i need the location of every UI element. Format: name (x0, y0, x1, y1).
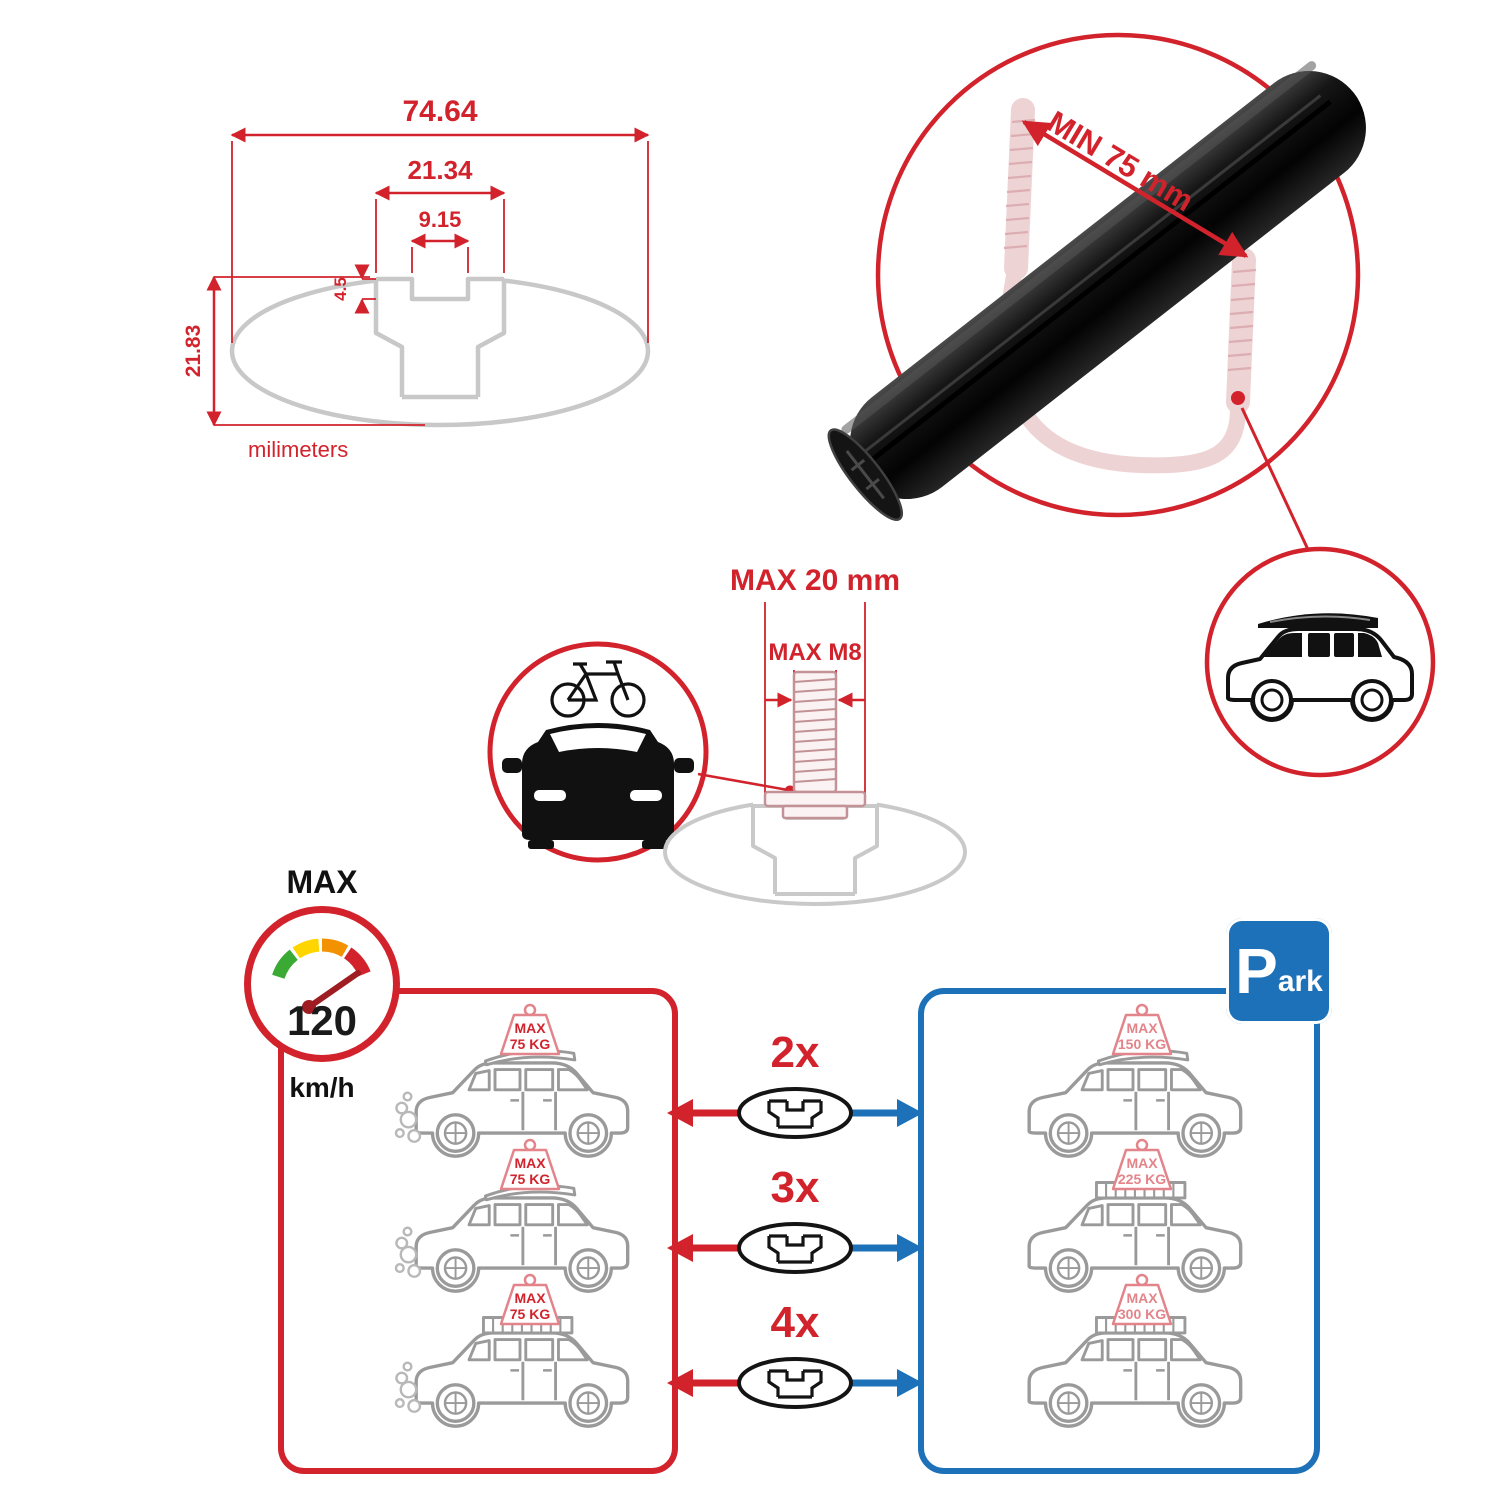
bolt-dimension-diagram: MAX 20 mm MAX M8 (487, 564, 967, 906)
callout-line (1240, 407, 1313, 557)
multiplier-label-3: 4x (770, 1298, 820, 1347)
car-front-icon (502, 723, 694, 849)
svg-text:225 KG: 225 KG (1118, 1171, 1166, 1187)
park-sign-suffix: ark (1277, 965, 1323, 998)
svg-text:75 KG: 75 KG (510, 1171, 551, 1187)
roof-load-badge: MAX 75 KG (499, 1003, 561, 1056)
crossbar-count-row-2 (667, 1222, 923, 1274)
dim-profile-height: 21.83 (182, 325, 205, 378)
dim-slot-depth: 4.5 (331, 277, 350, 301)
svg-text:75 KG: 75 KG (510, 1036, 551, 1052)
profile-dimension-diagram: 74.64 21.34 9.15 4.5 21.83 milimeters (182, 95, 651, 462)
min-span-arrow (1021, 120, 1249, 258)
roof-load-badge: MAX 75 KG (499, 1138, 561, 1191)
svg-text:MAX: MAX (514, 1290, 546, 1306)
crossbar-count-icon (737, 1087, 853, 1139)
crossbar-count-icon (737, 1222, 853, 1274)
roof-load-badge: MAX 150 KG (1111, 1003, 1173, 1056)
multiplier-label-1: 2x (770, 1028, 820, 1077)
bolt-callout-line (697, 772, 789, 792)
dim-outer-slot-width: 21.34 (407, 155, 473, 185)
parked-capacity-panel (918, 988, 1320, 1474)
t-bolt (763, 670, 867, 820)
svg-text:MAX: MAX (1126, 1020, 1158, 1036)
profile-t-slot (373, 276, 507, 400)
svg-text:MAX: MAX (1126, 1155, 1158, 1171)
park-sign-letter: P (1235, 935, 1278, 1007)
dim-slot-width: 9.15 (419, 207, 462, 232)
speed-limit-value: 120 (286, 997, 358, 1044)
crossbar-count-row-3 (667, 1357, 923, 1409)
svg-text:75 KG: 75 KG (510, 1306, 551, 1322)
svg-text:MAX: MAX (514, 1020, 546, 1036)
roof-load-badge: MAX 75 KG (499, 1273, 561, 1326)
units-label: milimeters (248, 437, 348, 462)
roofbox-car-illustration (1226, 613, 1414, 722)
roof-load-badge: MAX 225 KG (1111, 1138, 1173, 1191)
bolt-max-width-label: MAX 20 mm (730, 564, 900, 597)
speed-limit-units: km/h (289, 1072, 355, 1103)
svg-text:MAX: MAX (1126, 1290, 1158, 1306)
crossbar-count-icon (737, 1357, 853, 1409)
speed-limit-gauge: 120 (244, 906, 400, 1062)
roof-load-badge: MAX 300 KG (1111, 1273, 1173, 1326)
park-sign: P ark (1226, 918, 1332, 1024)
dim-total-width: 74.64 (402, 95, 477, 128)
bolt-max-thread-label: MAX M8 (768, 639, 861, 666)
crossbar-detail-circle: MIN 75 mm (827, 32, 1436, 778)
svg-text:300 KG: 300 KG (1118, 1306, 1166, 1322)
bike-icon (550, 660, 646, 718)
multiplier-label-2: 3x (770, 1163, 820, 1212)
gauge-dial (272, 938, 371, 1014)
crossbar-count-row-1 (667, 1087, 923, 1139)
callout-dot (1231, 391, 1245, 405)
svg-text:MAX: MAX (514, 1155, 546, 1171)
detail-circle-outline (875, 32, 1361, 518)
speed-max-title: MAX (286, 864, 358, 900)
svg-text:150 KG: 150 KG (1118, 1036, 1166, 1052)
gauge-needle (306, 970, 361, 1010)
